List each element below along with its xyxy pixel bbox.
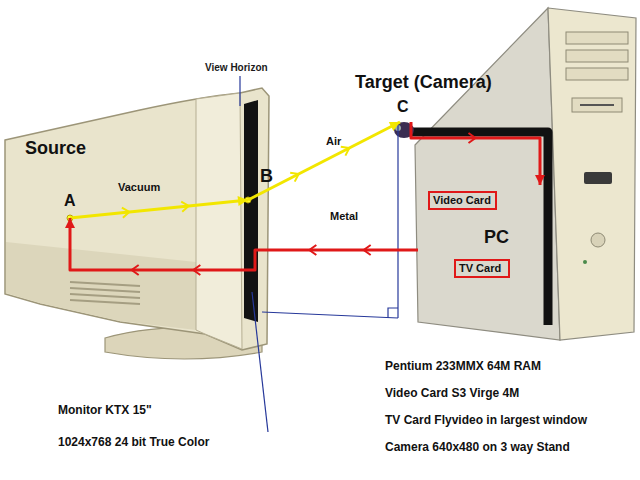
direction-chevron: [181, 202, 188, 212]
spec-note: Video Card S3 Virge 4M: [385, 387, 519, 401]
edge-label: Air: [326, 135, 341, 148]
power-led: [583, 260, 587, 264]
view-horizon-line: [239, 76, 240, 106]
arrow-head: [389, 122, 400, 131]
direction-chevron: [364, 245, 371, 255]
power-button: [591, 233, 605, 247]
drive-bay: [566, 50, 628, 62]
direction-chevron: [132, 265, 139, 275]
monitor-shading: [6, 242, 196, 330]
point-node: B: [242, 166, 278, 200]
node-label: B: [260, 166, 273, 187]
floppy-slot: [580, 104, 614, 106]
direction-chevron: [290, 173, 299, 182]
node-label: Video Card: [433, 194, 491, 207]
drive-bay: [566, 32, 628, 44]
spec-note: Monitor KTX 15": [58, 404, 152, 418]
monitor-node: SourceA: [8, 95, 266, 360]
node-label: C: [397, 98, 409, 116]
point-node: A: [60, 192, 80, 218]
baseline: [262, 312, 398, 318]
pc-front-panel: [548, 8, 636, 340]
node-label: TV Card: [459, 262, 501, 275]
connector-line: [248, 122, 400, 200]
direction-chevron: [341, 147, 350, 156]
camera-vertical: [397, 122, 398, 318]
floppy-bay: [572, 98, 622, 112]
front-badge: [584, 172, 612, 184]
arrow-head: [535, 175, 545, 185]
axis-label: View Horizon: [205, 62, 268, 74]
vent-slot: [70, 300, 140, 304]
connector: [248, 122, 400, 200]
node-label: Source: [25, 138, 86, 159]
arrow-head: [238, 196, 248, 206]
direction-chevron: [193, 265, 200, 275]
connector: [65, 218, 418, 275]
direction-chevron: [469, 133, 476, 143]
node-label: A: [64, 192, 76, 210]
monitor-body: [5, 88, 269, 350]
spec-note: Pentium 233MMX 64M RAM: [385, 360, 541, 374]
construction-lines: [240, 76, 398, 432]
node-label: PC: [484, 227, 509, 248]
monitor-illustration: [5, 88, 269, 359]
pc-node: PC Video Card TV Card: [418, 185, 545, 310]
edge-label: Metal: [330, 210, 358, 223]
arrow-head: [65, 218, 75, 228]
spec-note: TV Card Flyvideo in largest window: [385, 414, 587, 428]
vent-slots: [70, 282, 140, 304]
view-horizon-line: [252, 292, 268, 432]
spec-note: Camera 640x480 on 3 way Stand: [385, 441, 570, 455]
monitor-screen-edge: [244, 100, 258, 322]
vent-slot: [70, 294, 140, 298]
pc-side-panel: [415, 8, 560, 340]
card-box: TV Card: [454, 259, 510, 278]
connector-line: [411, 122, 540, 185]
connector-line: [70, 218, 418, 270]
card-box: Video Card: [428, 191, 497, 210]
camera-node: Target (Camera) C: [355, 72, 515, 122]
spec-note: 1024x768 24 bit True Color: [58, 436, 209, 450]
right-angle-mark: [388, 308, 398, 318]
connector: [411, 122, 545, 185]
edge-label: Vacuum: [118, 181, 160, 194]
direction-chevron: [309, 245, 316, 255]
vent-slot: [70, 288, 140, 292]
connector: [70, 196, 248, 218]
vent-slot: [70, 282, 140, 286]
monitor-bezel: [196, 93, 242, 349]
direction-chevron: [122, 208, 129, 218]
pc-illustration: [394, 8, 636, 340]
node-heading: Target (Camera): [355, 72, 492, 93]
connector-line: [70, 200, 248, 218]
drive-bay: [566, 68, 628, 80]
camera-stand-arm: [404, 132, 548, 325]
